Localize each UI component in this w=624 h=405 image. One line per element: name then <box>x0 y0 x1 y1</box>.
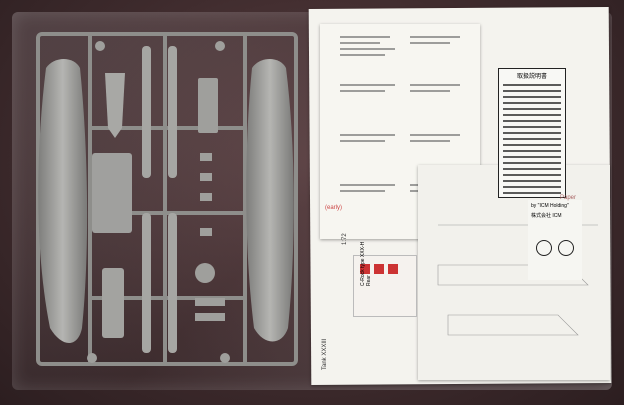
japanese-title-card: by "ICM Holding" 株式会社 ICM <box>528 200 582 280</box>
decal-sheet: C-Rock type XXX-H Rear <box>353 242 417 317</box>
scale-label: 1:72 <box>342 233 348 245</box>
jp-note: 株式会社 ICM <box>531 213 562 219</box>
decal-title: C-Rock type XXX-H Rear <box>360 241 372 286</box>
jp-heading: 取扱説明書 <box>516 74 547 80</box>
stamp-text: (early) <box>325 205 343 211</box>
japanese-importer-label: 取扱説明書 <box>498 68 566 198</box>
mark-circle-icon <box>558 240 574 256</box>
recycle-circle-icon <box>536 240 552 256</box>
side-label: Paper <box>560 195 577 201</box>
vertical-title: Tank XXXIII <box>322 338 328 370</box>
fuselage-left <box>38 59 88 343</box>
jp-brand: by "ICM Holding" <box>531 203 569 209</box>
fuselage-right <box>246 59 294 342</box>
sprue-tree <box>36 32 298 366</box>
